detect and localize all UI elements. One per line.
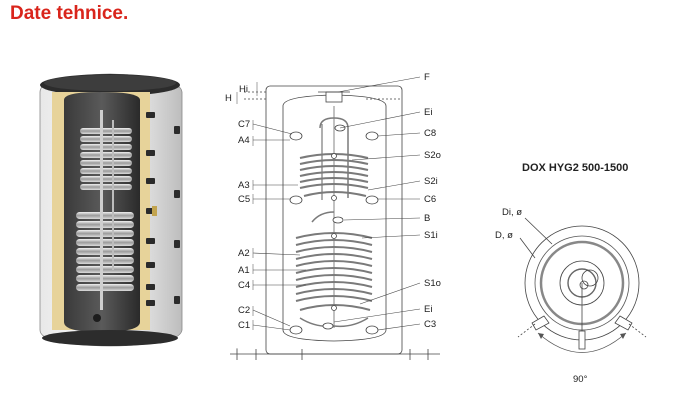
page-heading: Date tehnice.: [10, 3, 129, 24]
label-angle: 90°: [573, 374, 588, 385]
label-a2: A2: [238, 248, 250, 259]
label-c2: C2: [238, 305, 250, 316]
right-labels: F Ei C8 S2o S2i C6 B S1i S1o Ei C3: [424, 72, 441, 330]
label-hi: Hi: [239, 84, 248, 95]
label-c3: C3: [424, 319, 436, 330]
upper-coil-illustration: [80, 128, 132, 190]
left-leaders: [252, 123, 306, 331]
label-c4: C4: [238, 280, 250, 291]
label-d: D, ø: [495, 230, 513, 241]
label-a1: A1: [238, 265, 250, 276]
label-ei-top: Ei: [424, 107, 432, 118]
label-s1o: S1o: [424, 278, 441, 289]
lower-coil-illustration: [76, 212, 134, 291]
tank-cutaway-illustration: [39, 73, 183, 347]
label-c5: C5: [238, 194, 250, 205]
label-c6: C6: [424, 194, 436, 205]
label-di: Di, ø: [502, 207, 522, 218]
label-c1: C1: [238, 320, 250, 331]
right-leaders: [333, 76, 421, 331]
label-f: F: [424, 72, 430, 83]
lower-coil-section: [295, 211, 373, 328]
label-s2o: S2o: [424, 150, 441, 161]
label-b: B: [424, 213, 430, 224]
plan-view: [517, 217, 647, 353]
label-ei-bottom: Ei: [424, 304, 432, 315]
label-c7: C7: [238, 119, 250, 130]
label-h: H: [225, 93, 232, 104]
left-labels: Hi H C7 A4 A3 C5 A2 A1 C4 C2 C1: [225, 84, 250, 331]
section-drawing: [230, 85, 440, 360]
label-s1i: S1i: [424, 230, 438, 241]
label-a3: A3: [238, 180, 250, 191]
label-c8: C8: [424, 128, 436, 139]
label-a4: A4: [238, 135, 250, 146]
label-s2i: S2i: [424, 176, 438, 187]
model-name: DOX HYG2 500-1500: [522, 162, 629, 174]
